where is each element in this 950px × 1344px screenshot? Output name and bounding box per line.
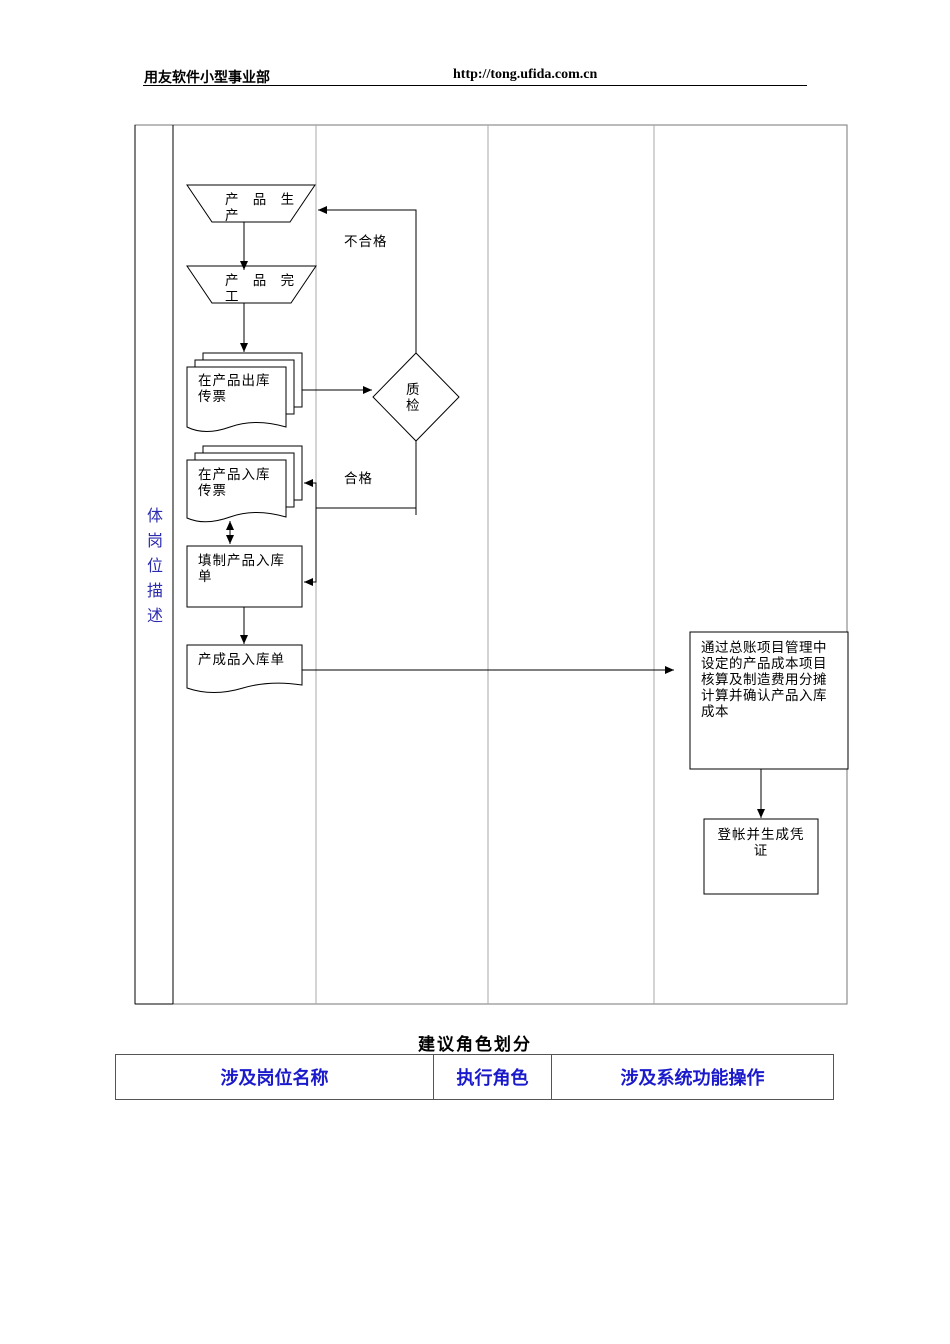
roles-section-title: 建议角色划分: [418, 1035, 532, 1055]
qc-label: 质 检: [406, 382, 421, 414]
post-voucher-label: 登帐并生成凭 证: [717, 827, 805, 859]
receipt-label: 产成品入库单: [198, 652, 285, 668]
roles-table: 涉及岗位名称 执行角色 涉及系统功能操作: [115, 1054, 834, 1100]
column-header-position: 涉及岗位名称: [115, 1054, 434, 1100]
in-ticket-shape: [186, 445, 303, 523]
post-voucher-shape: [703, 818, 819, 895]
out-ticket-shape: [186, 352, 303, 432]
connectors: [226, 206, 765, 818]
fail-label: 不合格: [344, 234, 388, 250]
cost-calc-shape: [689, 631, 849, 770]
cost-calc-label: 通过总账项目管理中 设定的产品成本项目 核算及制造费用分摊 计算并确认产品入库 …: [701, 640, 827, 720]
produce-shape: [186, 184, 316, 223]
header-org: 用友软件小型事业部: [144, 70, 270, 86]
pass-label: 合格: [344, 471, 373, 487]
header-rule: [143, 85, 807, 86]
role-char: 岗: [146, 531, 163, 550]
header-url: http://tong.ufida.com.cn: [453, 67, 598, 82]
flowchart: [134, 124, 849, 1005]
in-ticket-label: 在产品入库 传票: [198, 467, 271, 499]
role-char: 述: [146, 606, 163, 625]
receipt-shape: [186, 644, 303, 693]
column-header-role: 执行角色: [433, 1054, 552, 1100]
column-header-function: 涉及系统功能操作: [551, 1054, 834, 1100]
role-char: 描: [146, 581, 163, 600]
out-ticket-label: 在产品出库 传票: [198, 373, 271, 405]
complete-label: 产 品 完 工: [225, 273, 300, 305]
role-char: 位: [146, 556, 163, 575]
fill-form-label: 填制产品入库 单: [198, 553, 285, 585]
role-column-label: 体 岗 位 描 述: [145, 503, 165, 628]
table-header-row: 涉及岗位名称 执行角色 涉及系统功能操作: [115, 1054, 834, 1100]
role-char: 体: [146, 506, 163, 525]
produce-label: 产 品 生 产: [225, 192, 300, 224]
complete-shape: [186, 265, 317, 304]
